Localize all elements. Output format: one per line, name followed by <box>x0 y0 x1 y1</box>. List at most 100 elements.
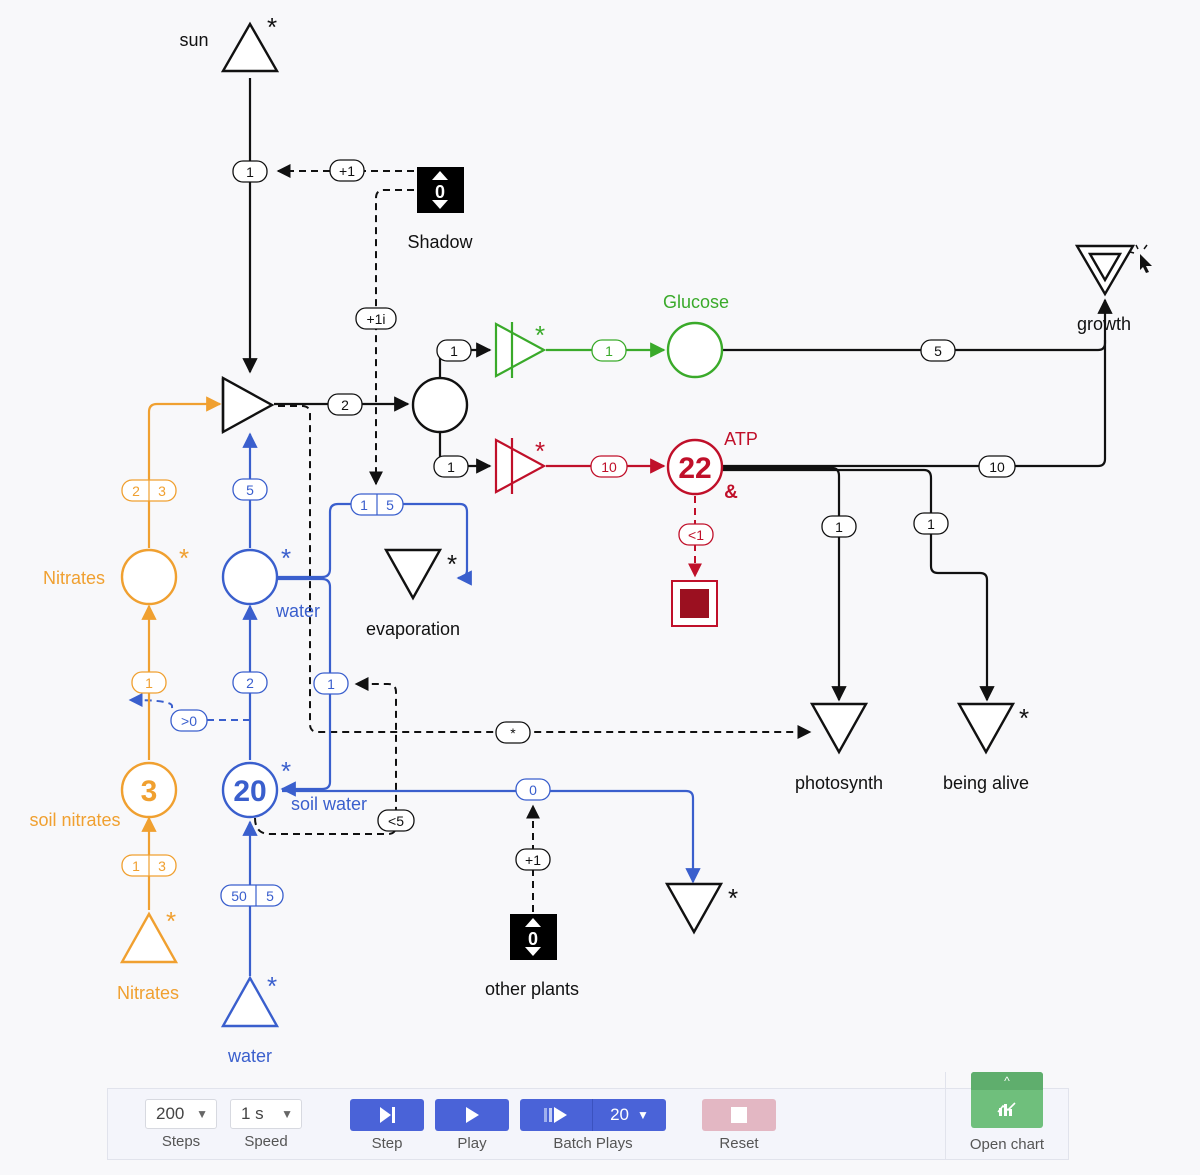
svg-text:1: 1 <box>447 459 455 475</box>
svg-text:*: * <box>281 543 291 573</box>
svg-text:Nitrates: Nitrates <box>117 983 179 1003</box>
node-soil-drain[interactable]: * <box>664 882 738 935</box>
edge-atp-alive[interactable] <box>722 468 995 702</box>
speed-value: 1 s <box>241 1104 264 1123</box>
play-icon <box>466 1107 479 1123</box>
edge-photosynth-mod[interactable] <box>278 405 812 739</box>
node-glucose[interactable]: Glucose <box>663 292 729 379</box>
node-atp[interactable]: 22 ATP & <box>666 429 758 503</box>
batch-count-select[interactable]: 20 ▼ <box>593 1105 666 1125</box>
node-water-source[interactable]: * water <box>220 971 280 1066</box>
label-red-atp: 10 <box>590 455 628 478</box>
edge-atp-photosynth[interactable] <box>722 466 847 702</box>
svg-text:*: * <box>447 549 457 579</box>
label-sun-converter: 1 <box>232 160 268 183</box>
reset-caption: Reset <box>719 1135 759 1152</box>
node-evaporation[interactable]: * evaporation <box>366 548 460 639</box>
edge-glucose-growth[interactable] <box>722 298 1113 352</box>
node-other-plants[interactable]: 0 other plants <box>485 914 579 999</box>
reset-button[interactable] <box>702 1099 776 1131</box>
node-photosynth[interactable]: photosynth <box>795 702 883 793</box>
svg-text:growth: growth <box>1077 314 1131 334</box>
label-gt0: >0 <box>170 709 208 732</box>
edge-evap[interactable] <box>278 502 472 586</box>
node-being-alive[interactable]: * being alive <box>943 702 1029 793</box>
svg-text:*: * <box>267 12 277 42</box>
svg-text:+1: +1 <box>339 163 355 179</box>
chevron-down-icon: ▼ <box>281 1107 293 1121</box>
node-sun[interactable]: * sun <box>179 12 280 73</box>
steps-caption: Steps <box>161 1133 201 1150</box>
edge-atp-growth[interactable] <box>722 340 1107 468</box>
batch-play-trigger[interactable] <box>520 1099 593 1131</box>
label-other-plants-mod: +1 <box>515 848 551 871</box>
svg-text:*: * <box>281 756 291 786</box>
svg-text:3: 3 <box>158 483 166 499</box>
step-group: Step <box>350 1099 424 1152</box>
play-button[interactable] <box>435 1099 509 1131</box>
edge-nitrates-converter[interactable] <box>147 396 222 548</box>
label-water-converter: 5 <box>232 478 268 501</box>
svg-text:1: 1 <box>132 858 140 874</box>
reset-group: Reset <box>702 1099 776 1152</box>
svg-text:*: * <box>267 971 277 1001</box>
svg-text:2: 2 <box>132 483 140 499</box>
node-nitrates-source[interactable]: * Nitrates <box>117 906 179 1003</box>
label-soilnit-pool: 1 <box>131 671 167 694</box>
svg-text:+1i: +1i <box>366 311 385 327</box>
simulation-toolbar: 200 ▼ Steps 1 s ▼ Speed Step Play 20 ▼ <box>107 1088 1069 1160</box>
svg-text:1: 1 <box>246 164 254 180</box>
steps-select[interactable]: 200 ▼ <box>145 1099 217 1129</box>
svg-text:*: * <box>166 906 176 936</box>
svg-text:50: 50 <box>231 888 247 904</box>
svg-text:10: 10 <box>989 459 1005 475</box>
label-to-green-gate: 1 <box>436 339 472 362</box>
svg-text:Nitrates: Nitrates <box>43 568 105 588</box>
steps-group: 200 ▼ Steps <box>145 1099 217 1150</box>
label-photosynth-mod: * <box>495 721 531 744</box>
edge-soil-out[interactable] <box>282 789 701 884</box>
node-converter[interactable] <box>221 375 275 435</box>
batch-count-value: 20 <box>610 1105 630 1124</box>
svg-text:20: 20 <box>233 775 266 808</box>
label-lt5: <5 <box>377 809 415 832</box>
node-atp-end[interactable] <box>671 580 718 627</box>
svg-text:1: 1 <box>450 343 458 359</box>
play-caption: Play <box>457 1135 487 1152</box>
open-chart-caption: Open chart <box>969 1136 1045 1153</box>
svg-text:1: 1 <box>145 675 153 691</box>
label-soilwater-water: 2 <box>232 671 268 694</box>
node-soil-nitrates[interactable]: 3 soil nitrates <box>29 761 178 830</box>
step-caption: Step <box>371 1135 403 1152</box>
svg-text:1: 1 <box>360 497 368 513</box>
svg-text:1: 1 <box>835 519 843 535</box>
step-button[interactable] <box>350 1099 424 1131</box>
node-green-gate[interactable]: * <box>494 320 547 378</box>
svg-text:<1: <1 <box>688 527 704 543</box>
cursor-icon <box>1129 244 1152 273</box>
node-pool-black[interactable] <box>411 376 469 434</box>
svg-text:*: * <box>510 725 516 741</box>
label-converter-out: 2 <box>327 393 363 416</box>
node-shadow[interactable]: 0 Shadow <box>407 167 474 252</box>
svg-text:other plants: other plants <box>485 979 579 999</box>
node-nitrates-pool[interactable]: * Nitrates <box>43 543 189 606</box>
node-water-pool[interactable]: * water <box>221 543 320 621</box>
node-soil-water[interactable]: 20 * soil water <box>221 756 367 819</box>
node-growth[interactable]: growth <box>1074 244 1152 334</box>
svg-text:<5: <5 <box>388 813 404 829</box>
svg-text:*: * <box>535 436 545 466</box>
node-red-gate[interactable]: * <box>494 436 547 494</box>
label-to-red-gate: 1 <box>433 455 469 478</box>
edge-shadow-evap[interactable] <box>369 189 414 486</box>
stop-icon <box>731 1107 747 1123</box>
batch-play-button[interactable]: 20 ▼ <box>520 1099 666 1131</box>
batch-caption: Batch Plays <box>553 1135 633 1152</box>
svg-text:5: 5 <box>266 888 274 904</box>
speed-select[interactable]: 1 s ▼ <box>230 1099 302 1129</box>
open-chart-button[interactable]: ^ <box>971 1072 1043 1128</box>
svg-text:being alive: being alive <box>943 773 1029 793</box>
